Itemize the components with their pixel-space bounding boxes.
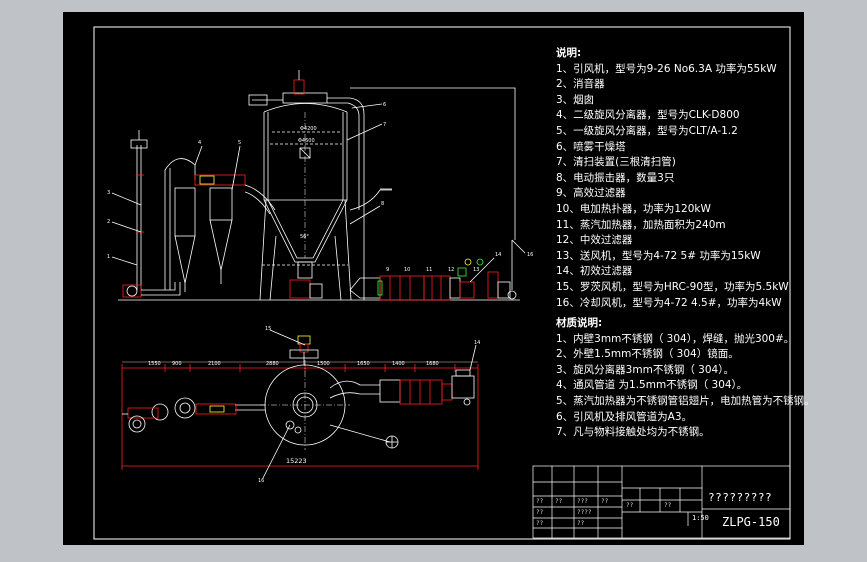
materials-heading: 材质说明: — [556, 317, 603, 330]
tb-cell: ?? — [555, 498, 563, 505]
tb-cell: ?? — [626, 502, 634, 509]
row-dim: 1550 — [148, 361, 161, 367]
note-item: 11、蒸汽加热器，加热面积为240m — [556, 218, 726, 231]
tb-cell: ???? — [577, 509, 592, 516]
materials-list: 1、内壁3mm不锈钢（ 304），焊缝，抛光300#。 2、外壁1.5mm不锈钢… — [556, 332, 815, 441]
part-label: 14 — [495, 252, 501, 258]
inner-border — [93, 26, 791, 540]
part-label: 15 — [265, 326, 271, 332]
tb-cell: ?? — [664, 502, 672, 509]
material-item: 1、内壁3mm不锈钢（ 304），焊缝，抛光300#。 — [556, 332, 795, 345]
notes-list: 1、引风机，型号为9-26 No6.3A 功率为55kW 2、消音器 3、烟囱 … — [556, 62, 791, 312]
part-label: 12 — [448, 267, 454, 273]
plan-view — [121, 329, 479, 479]
note-item: 5、一级旋风分离器，型号为CLT/A-1.2 — [556, 124, 738, 137]
row-dim: 1500 — [317, 361, 330, 367]
title-block-grid — [532, 465, 791, 539]
note-item: 4、二级旋风分离器，型号为CLK-D800 — [556, 109, 740, 122]
material-item: 7、凡与物料接触处均为不锈钢。 — [556, 426, 710, 439]
drawing-code: ZLPG-150 — [722, 515, 780, 529]
part-label: 16 — [527, 252, 533, 258]
tb-cell: ?? — [601, 498, 609, 505]
row-dim: 1400 — [392, 361, 405, 367]
dim-angle: 56° — [300, 234, 309, 240]
notes-panel: 说明: 1、引风机，型号为9-26 No6.3A 功率为55kW 2、消音器 3… — [556, 46, 815, 441]
elevation-view — [111, 70, 526, 301]
row-dim: 2100 — [208, 361, 221, 367]
overall-length: 15223 — [286, 457, 307, 465]
note-item: 15、罗茨风机，型号为HRC-90型，功率为5.5kW — [556, 280, 789, 293]
note-item: 16、冷却风机，型号为4-72 4.5#，功率为4kW — [556, 296, 782, 309]
tb-cell: ??? — [577, 498, 588, 505]
drawing-scale: 1:50 — [692, 514, 709, 522]
dim-d1: Φ4200 — [300, 126, 317, 132]
note-item: 8、电动振击器，数量3只 — [556, 171, 675, 184]
material-item: 2、外壁1.5mm不锈钢（ 304）镜面。 — [556, 348, 739, 361]
tb-cell: ?? — [536, 498, 544, 505]
part-label: 11 — [426, 267, 432, 273]
dim-d2: Φ4600 — [298, 138, 315, 144]
part-label: 9 — [386, 267, 389, 273]
row-dim: 900 — [172, 361, 182, 367]
drawing-name: ????????? — [708, 491, 773, 504]
part-label: 14 — [474, 340, 480, 346]
material-item: 6、引风机及排风管道为A3。 — [556, 410, 693, 423]
row-dim: 2880 — [266, 361, 279, 367]
note-item: 2、消音器 — [556, 78, 605, 91]
note-item: 9、高效过滤器 — [556, 187, 626, 200]
material-item: 4、通风管道 为1.5mm不锈钢（ 304）。 — [556, 379, 748, 392]
part-label: 3 — [107, 190, 110, 196]
part-label: 5 — [238, 140, 241, 146]
part-label: 16 — [258, 478, 264, 484]
row-dim: 1680 — [426, 361, 439, 367]
plan-labels: 1550 900 2100 2880 1500 1650 1400 1680 1… — [148, 326, 480, 484]
row-dim: 1650 — [357, 361, 370, 367]
tb-cell: ?? — [536, 509, 544, 516]
part-label: 8 — [381, 201, 384, 207]
material-item: 5、蒸汽加热器为不锈钢管铝翅片，电加热管为不锈钢。 — [556, 395, 815, 408]
part-label: 7 — [383, 122, 386, 128]
part-label: 10 — [404, 267, 410, 273]
drawing-sheet — [63, 12, 804, 545]
note-item: 14、初效过滤器 — [556, 265, 633, 278]
note-item: 7、清扫装置(三根清扫管) — [556, 156, 676, 169]
note-item: 10、电加热扑器，功率为120kW — [556, 202, 711, 215]
part-label: 1 — [107, 254, 110, 260]
note-item: 13、送风机，型号为4-72 5# 功率为15kW — [556, 249, 761, 262]
note-item: 6、喷雾干燥塔 — [556, 140, 626, 153]
note-item: 1、引风机，型号为9-26 No6.3A 功率为55kW — [556, 62, 777, 75]
note-item: 3、烟囱 — [556, 93, 595, 106]
material-item: 3、旋风分离器3mm不锈钢（ 304）。 — [556, 363, 734, 376]
part-label: 2 — [107, 219, 110, 225]
part-label: 13 — [473, 267, 479, 273]
part-label: 6 — [383, 102, 386, 108]
tb-cell: ?? — [536, 520, 544, 527]
part-label: 4 — [198, 140, 201, 146]
notes-heading: 说明: — [556, 47, 582, 59]
note-item: 12、中效过滤器 — [556, 234, 633, 247]
elevation-labels: 3 2 1 4 5 7 6 8 16 14 9 10 11 12 13 Φ420… — [107, 102, 533, 273]
tb-cell: ?? — [577, 520, 585, 527]
